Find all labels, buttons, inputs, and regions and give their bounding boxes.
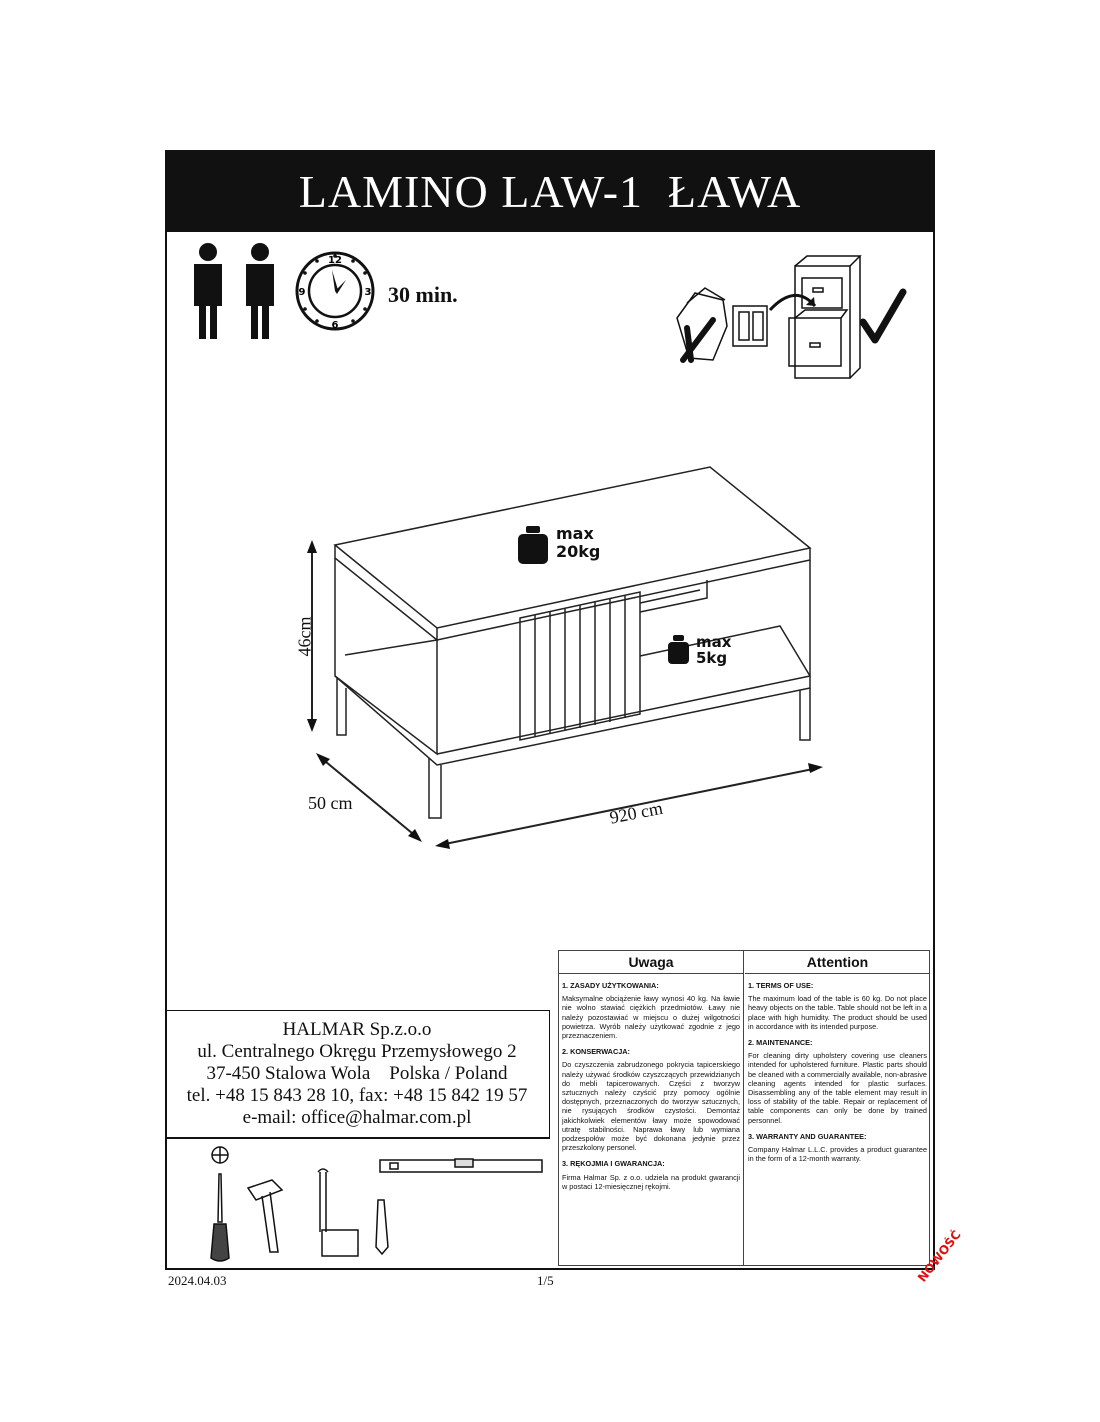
storage-instruction-illustration bbox=[676, 255, 907, 379]
top-load-value: 20kg bbox=[556, 542, 601, 561]
tools-illustration bbox=[210, 1146, 543, 1262]
two-persons-icon bbox=[194, 243, 274, 339]
notice-en-s3-text: Company Halmar L.L.C. provides a product… bbox=[748, 1145, 927, 1164]
notice-en-s1-title: 1. TERMS OF USE: bbox=[748, 981, 814, 990]
notice-pl-s1-text: Maksymalne obciążenie ławy wynosi 40 kg.… bbox=[562, 994, 740, 1041]
tape-measure-icon bbox=[317, 1168, 359, 1257]
assembly-time: 30 min. bbox=[388, 282, 458, 307]
shelf-load-label: max bbox=[696, 633, 732, 651]
page-number: 1/5 bbox=[537, 1273, 554, 1288]
shelf-load-value: 5kg bbox=[696, 649, 728, 667]
pencil-icon bbox=[375, 1199, 389, 1256]
notice-panel: Uwaga 1. ZASADY UŻYTKOWANIA: Maksymalne … bbox=[558, 950, 930, 1266]
notice-pl-s3-text: Firma Halmar Sp. z o.o. udziela na produ… bbox=[562, 1172, 740, 1191]
notice-en-s2-title: 2. MAINTENANCE: bbox=[748, 1038, 813, 1048]
hammer-icon bbox=[246, 1179, 284, 1253]
top-load-label: max bbox=[556, 524, 594, 543]
notice-en: Attention 1. TERMS OF USE: The maximum l… bbox=[745, 951, 930, 1265]
notice-pl-s2-text: Do czyszczenia zabrudzonego pokrycia tap… bbox=[562, 1060, 740, 1153]
clock-icon: 12 3 6 9 bbox=[295, 251, 375, 331]
coffee-table-drawing bbox=[307, 466, 823, 849]
tools-panel bbox=[165, 1138, 550, 1270]
document-date: 2024.04.03 bbox=[168, 1273, 227, 1288]
company-phone: tel. +48 15 843 28 10, fax: +48 15 842 1… bbox=[186, 1085, 528, 1106]
spirit-level-icon bbox=[379, 1158, 543, 1173]
notice-pl-s1-title: 1. ZASADY UŻYTKOWANIA: bbox=[562, 981, 659, 990]
notice-en-s2-text: For cleaning dirty upholstery covering u… bbox=[748, 1051, 927, 1125]
notice-pl-s3-title: 3. RĘKOJMIA I GWARANCJA: bbox=[562, 1159, 665, 1169]
notice-pl: Uwaga 1. ZASADY UŻYTKOWANIA: Maksymalne … bbox=[559, 951, 744, 1265]
cross-mark-icon bbox=[680, 317, 716, 363]
clock-3: 3 bbox=[365, 287, 372, 298]
depth-dimension: 50 cm bbox=[308, 793, 353, 813]
check-mark-icon bbox=[859, 288, 907, 344]
clock-9: 9 bbox=[299, 287, 306, 298]
height-dimension: 46cm bbox=[294, 616, 315, 657]
company-street: ul. Centralnego Okręgu Przemysłowego 2 bbox=[197, 1041, 517, 1062]
notice-pl-heading: Uwaga bbox=[559, 951, 743, 974]
company-name: HALMAR Sp.z.o.o bbox=[282, 1019, 432, 1040]
document-title: LAMINO LAW-1 ŁAWA bbox=[298, 165, 802, 217]
company-info: HALMAR Sp.z.o.o ul. Centralnego Okręgu P… bbox=[165, 1010, 550, 1138]
clock-6: 6 bbox=[332, 320, 339, 331]
company-email: e-mail: office@halmar.com.pl bbox=[242, 1107, 472, 1128]
title-bar: LAMINO LAW-1 ŁAWA bbox=[165, 150, 935, 232]
notice-en-s1-text: The maximum load of the table is 60 kg. … bbox=[748, 994, 927, 1031]
clock-12: 12 bbox=[328, 255, 342, 266]
company-city: 37-450 Stalowa Wola Polska / Poland bbox=[206, 1063, 508, 1084]
notice-en-s3-title: 3. WARRANTY AND GUARANTEE: bbox=[748, 1131, 867, 1141]
notice-pl-s2-title: 2. KONSERWACJA: bbox=[562, 1047, 630, 1057]
notice-en-heading: Attention bbox=[745, 951, 930, 974]
phillips-screwdriver-icon bbox=[210, 1146, 230, 1262]
